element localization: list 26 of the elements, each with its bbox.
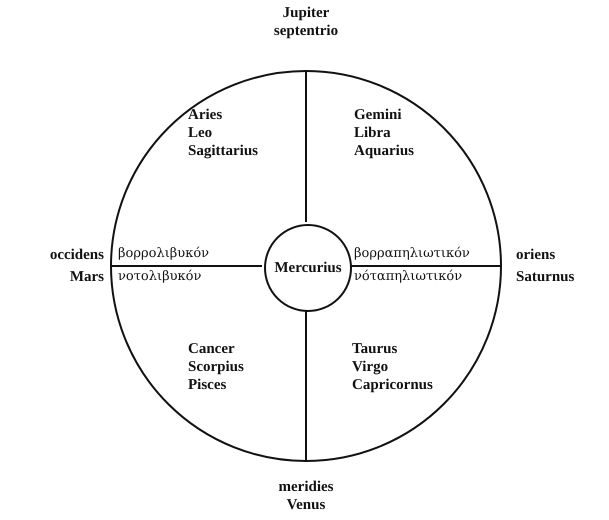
wind-label: νοτολιβυκόν [118,268,202,286]
wind-label: βορρολιβυκόν [118,245,210,263]
wind-label: νόταπηλιωτικόν [354,268,462,286]
zodiac-label: Saturnus [516,268,574,286]
zodiac-label: Scorpius [188,358,244,376]
zodiac-label: Sagittarius [188,142,258,160]
zodiac-label: Pisces [188,376,226,394]
zodiac-label: Capricornus [352,376,433,394]
zodiac-label: Jupiter [282,4,330,22]
zodiac-label: Aries [188,106,222,124]
zodiac-label: oriens [516,246,556,264]
zodiac-label: Gemini [354,106,402,124]
zodiac-label: Mars [70,268,104,286]
zodiac-label: meridies [278,478,334,496]
zodiac-label: Taurus [352,340,398,358]
zodiac-label: Leo [188,124,212,142]
zodiac-label: Aquarius [354,142,414,160]
zodiac-label: Libra [354,124,391,142]
zodiac-label: Virgo [352,358,388,376]
zodiac-label: Venus [286,496,326,514]
zodiac-label: Cancer [188,340,235,358]
zodiac-label: occidens [50,246,104,264]
inner-circle: Mercurius [264,224,352,312]
wind-label: βορραπηλιωτικόν [354,245,470,263]
outer-circle [110,70,502,462]
zodiac-label: septentrio [274,22,338,40]
